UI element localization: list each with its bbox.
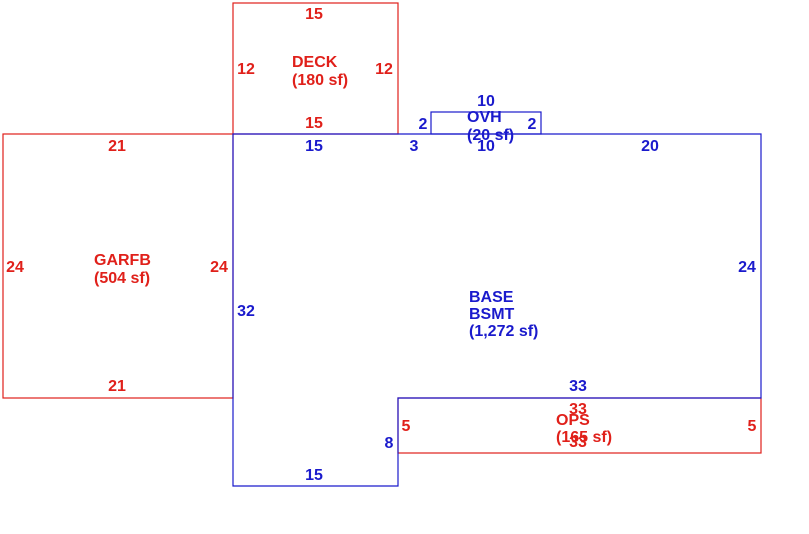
garfb-area: (504 sf) <box>94 270 150 287</box>
ovh-left-dim: 2 <box>419 116 428 133</box>
garfb-bottom-dim: 21 <box>108 378 126 395</box>
ops-left-dim: 5 <box>402 418 411 435</box>
deck-name: DECK <box>292 54 338 71</box>
base-sub: BSMT <box>469 306 515 323</box>
base-mid-dim: 33 <box>569 378 587 395</box>
base-bottom-dim: 15 <box>305 467 323 484</box>
ovh-right-dim: 2 <box>528 116 537 133</box>
deck-top-dim: 15 <box>305 6 323 23</box>
ovh-bottom-dim: 10 <box>477 138 495 155</box>
ops-top-dim: 33 <box>569 401 587 418</box>
deck-left-dim: 12 <box>237 61 255 78</box>
base-top-dim-b: 3 <box>410 138 419 155</box>
base-top-dim-c: 20 <box>641 138 659 155</box>
ops-area: (165 sf) <box>556 429 612 446</box>
garfb-name: GARFB <box>94 252 151 269</box>
base-name: BASE <box>469 289 514 306</box>
deck-right-dim: 12 <box>375 61 393 78</box>
base-outline <box>232 133 762 487</box>
deck-area: (180 sf) <box>292 72 348 89</box>
base-top-dim-a: 15 <box>305 138 323 155</box>
base-right-dim: 24 <box>738 259 756 276</box>
base-left-dim: 32 <box>237 303 255 320</box>
garfb-top-dim: 21 <box>108 138 126 155</box>
ovh-area: (20 sf) <box>467 127 514 144</box>
ops-name: OPS <box>556 412 590 429</box>
ovh-top-dim: 10 <box>477 93 495 110</box>
deck-bottom-dim: 15 <box>305 115 323 132</box>
ops-right-dim: 5 <box>748 418 757 435</box>
garfb-right-dim: 24 <box>210 259 228 276</box>
garfb-left-dim: 24 <box>6 259 24 276</box>
base-area: (1,272 sf) <box>469 323 538 340</box>
base-step-dim: 8 <box>385 435 394 452</box>
ops-bottom-dim: 33 <box>569 434 587 451</box>
ovh-name: OVH <box>467 109 502 126</box>
